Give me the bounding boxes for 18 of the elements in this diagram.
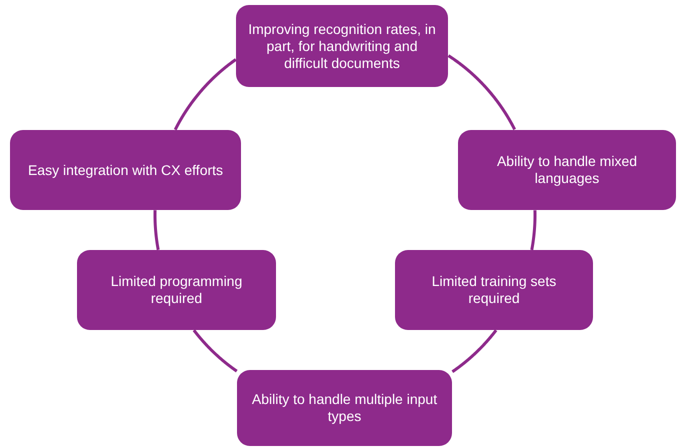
connector-arc bbox=[174, 58, 237, 131]
box-text: Limited programming required bbox=[110, 273, 244, 307]
box-text: Easy integration with CX efforts bbox=[28, 162, 224, 178]
process-box bbox=[10, 130, 241, 210]
connector-arc bbox=[154, 209, 160, 252]
connector-arc bbox=[530, 209, 536, 252]
process-box bbox=[237, 370, 452, 446]
box-text: Ability to handle mixed languages bbox=[496, 153, 638, 187]
box-text: Limited training sets required bbox=[430, 273, 558, 307]
connector-arc bbox=[451, 329, 498, 373]
box-text: Improving recognition rates, in part, for handwriting and difficult documents bbox=[248, 20, 436, 72]
connector-arc bbox=[448, 54, 516, 130]
process-box bbox=[77, 250, 276, 330]
connector-arc bbox=[192, 329, 238, 372]
process-box bbox=[458, 130, 676, 210]
process-box bbox=[395, 250, 593, 330]
process-box bbox=[236, 5, 448, 87]
box-text: Ability to handle multiple input types bbox=[250, 391, 438, 425]
